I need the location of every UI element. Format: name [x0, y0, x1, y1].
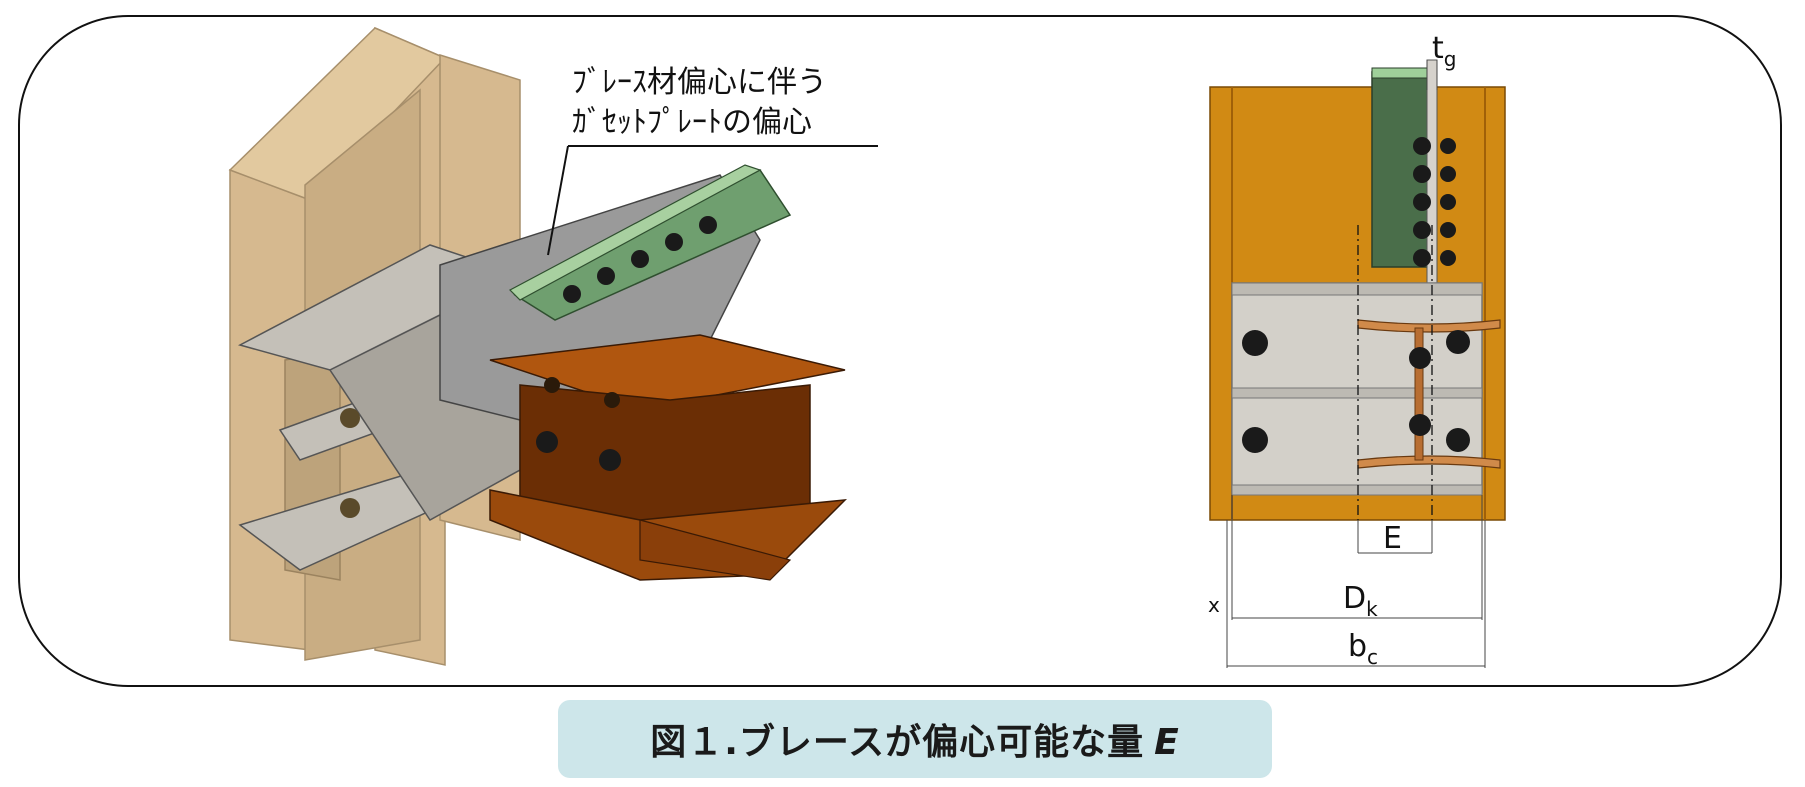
bolt: [597, 267, 615, 285]
bolt: [563, 285, 581, 303]
bolt: [1242, 427, 1268, 453]
label-bc: bc: [1348, 629, 1378, 669]
dimension-dk: [1231, 495, 1483, 620]
bolt: [665, 233, 683, 251]
section-view: tg E Dk bc x: [1208, 31, 1506, 669]
stiffener-plate-lower: [1231, 392, 1483, 494]
label-dk: Dk: [1343, 581, 1378, 621]
dimension-tg: [1426, 60, 1438, 90]
beam-flange-upper: [1357, 319, 1501, 333]
bolt: [631, 250, 649, 268]
bolt: [599, 449, 621, 471]
bolt: [544, 377, 560, 393]
bolt: [1446, 330, 1470, 354]
label-tg: tg: [1432, 31, 1456, 71]
annotation-line-2: ｶﾞｾｯﾄﾌﾟﾚｰﾄの偏心: [572, 105, 812, 140]
bolt: [536, 431, 558, 453]
diagram-frame: [18, 15, 1782, 687]
dimension-bc: [1226, 520, 1486, 668]
caption-variable: E: [1154, 722, 1180, 763]
bolt: [1446, 428, 1470, 452]
caption-title: 図１.ブレースが偏心可能な量: [650, 722, 1145, 763]
label-e: E: [1383, 521, 1402, 556]
bolt: [340, 498, 360, 518]
label-x: x: [1208, 593, 1220, 617]
bolt: [1409, 347, 1431, 369]
bolt: [1242, 330, 1268, 356]
stiffener-plate-upper: [1231, 282, 1483, 394]
beam-3d: [489, 334, 848, 581]
beam-flange-lower: [1357, 455, 1501, 469]
bolt: [1409, 414, 1431, 436]
annotation-line-1: ﾌﾞﾚｰｽ材偏心に伴う: [572, 65, 827, 100]
brace-angle: [509, 164, 792, 321]
annotation-leader-diagonal: [547, 145, 569, 256]
dimension-e: [1357, 520, 1433, 554]
angle-bolts: [1413, 137, 1456, 267]
bolt: [604, 392, 620, 408]
bolt: [340, 408, 360, 428]
isometric-connection-view: ﾌﾞﾚｰｽ材偏心に伴う ｶﾞｾｯﾄﾌﾟﾚｰﾄの偏心: [228, 26, 878, 666]
bolt: [699, 216, 717, 234]
diagram-canvas: ﾌﾞﾚｰｽ材偏心に伴う ｶﾞｾｯﾄﾌﾟﾚｰﾄの偏心: [228, 26, 1506, 669]
